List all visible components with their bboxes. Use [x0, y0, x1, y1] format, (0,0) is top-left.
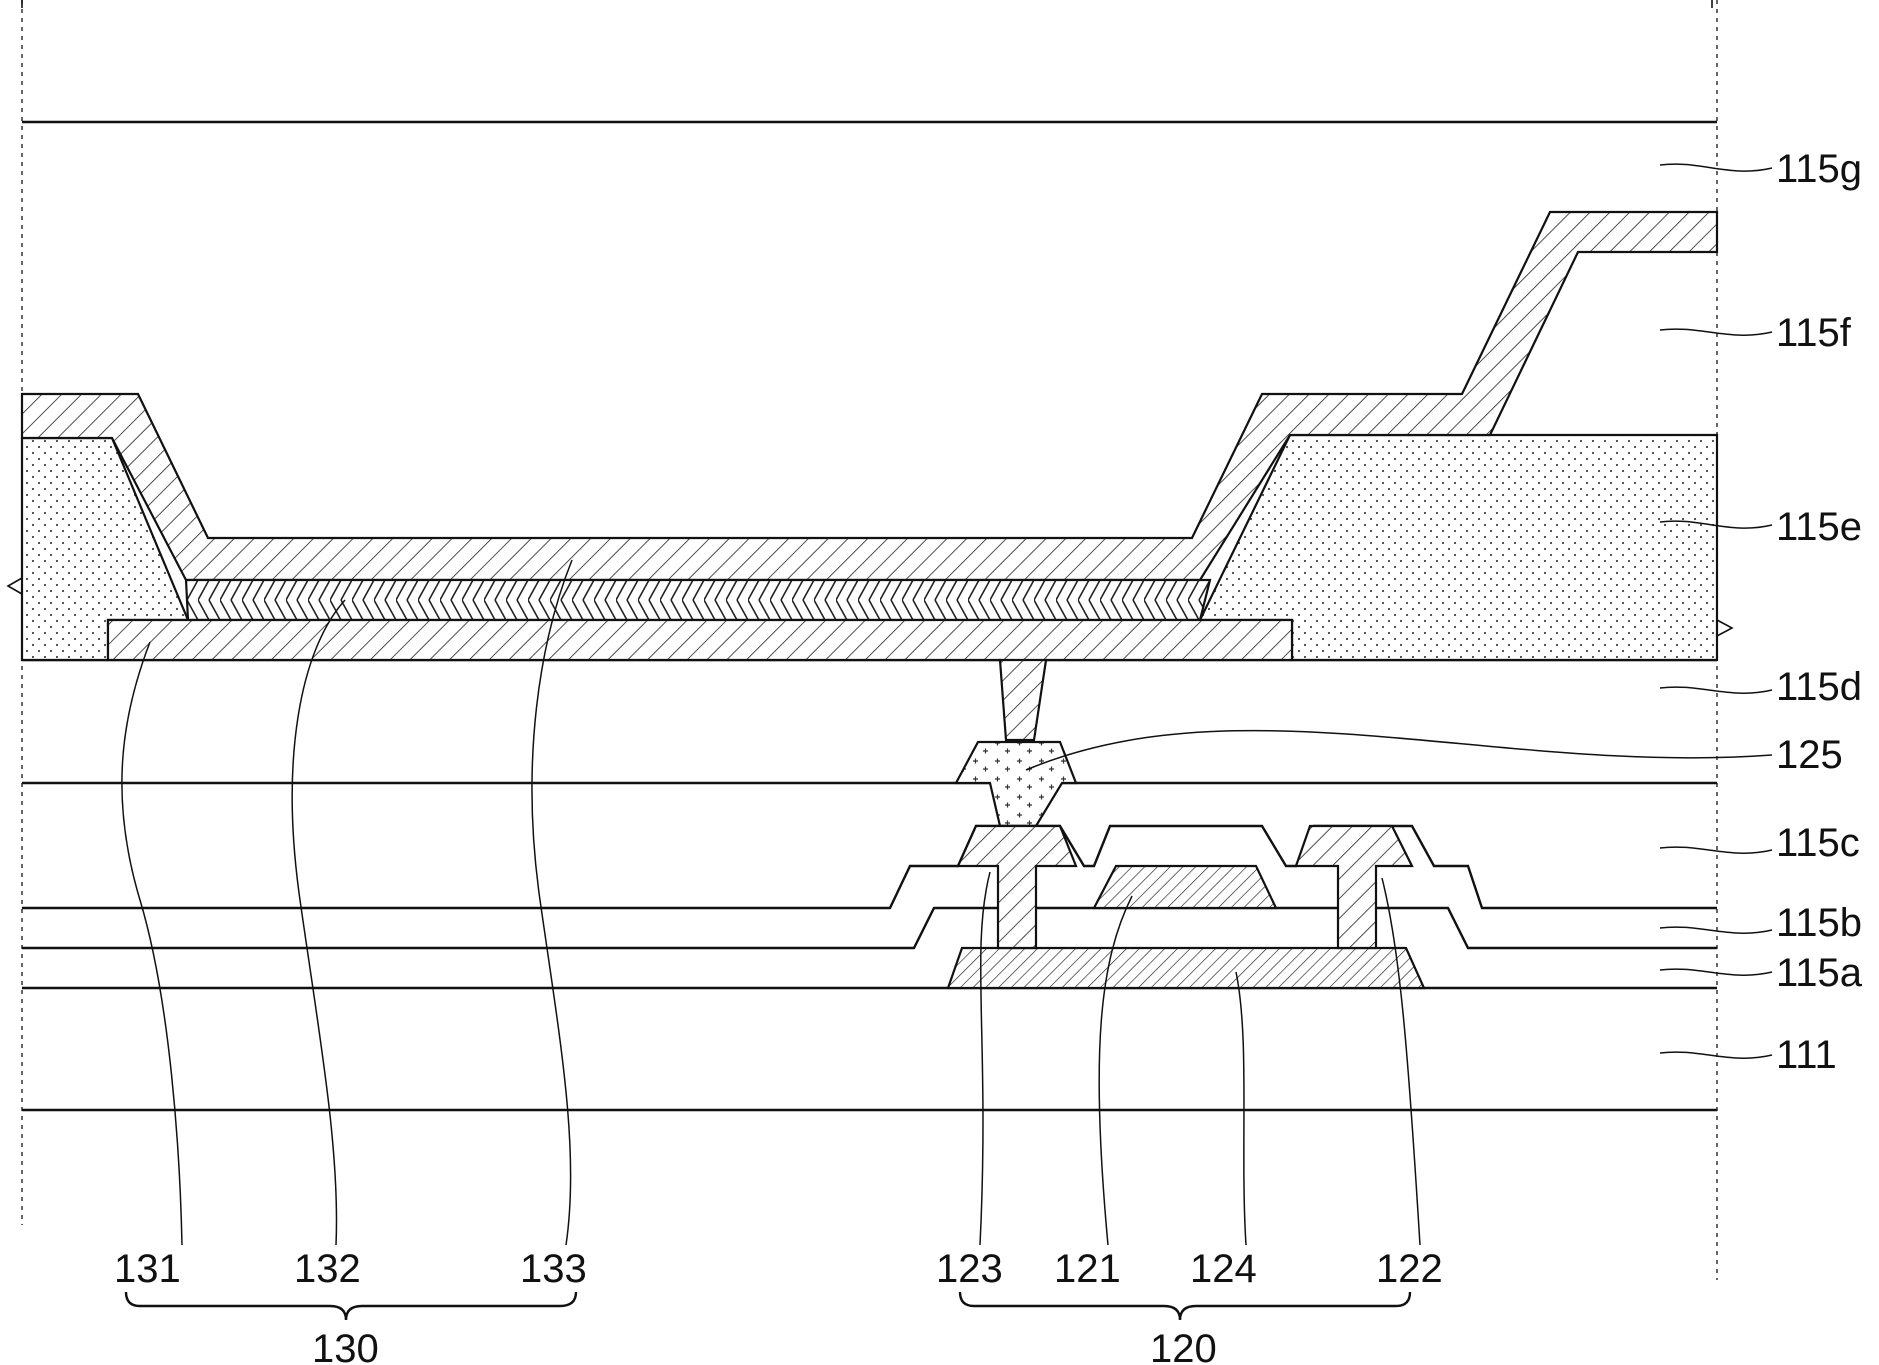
brace-120 — [960, 1292, 1410, 1320]
label-120: 120 — [1150, 1327, 1217, 1365]
label-115g: 115g — [1776, 147, 1862, 191]
source-123 — [958, 826, 1076, 948]
label-122: 122 — [1376, 1247, 1443, 1291]
label-131: 131 — [114, 1247, 181, 1291]
label-115c: 115c — [1776, 821, 1860, 865]
organic-layer-132 — [186, 580, 1210, 620]
label-124: 124 — [1190, 1247, 1257, 1291]
label-121: 121 — [1054, 1247, 1121, 1291]
label-115b: 115b — [1776, 901, 1862, 945]
label-123: 123 — [936, 1247, 1003, 1291]
label-125: 125 — [1776, 733, 1843, 777]
gate-121 — [1094, 866, 1276, 908]
layer-115c-boundary — [22, 826, 1717, 908]
label-130: 130 — [312, 1327, 379, 1365]
break-mark-right — [1717, 620, 1732, 636]
label-115a: 115a — [1776, 951, 1863, 995]
label-111: 111 — [1776, 1033, 1837, 1077]
break-mark-left — [8, 578, 22, 594]
layer-115b-boundary — [22, 908, 1717, 948]
brace-130 — [126, 1292, 576, 1320]
label-115f: 115f — [1776, 311, 1852, 355]
drain-122 — [1296, 826, 1412, 948]
label-115d: 115d — [1776, 665, 1862, 709]
label-115e: 115e — [1776, 505, 1862, 549]
electrode-131 — [108, 620, 1292, 720]
active-layer-124 — [948, 948, 1424, 988]
via-131-125 — [1000, 660, 1046, 740]
label-133: 133 — [520, 1247, 587, 1291]
label-132: 132 — [294, 1247, 361, 1291]
contact-125 — [956, 742, 1076, 826]
